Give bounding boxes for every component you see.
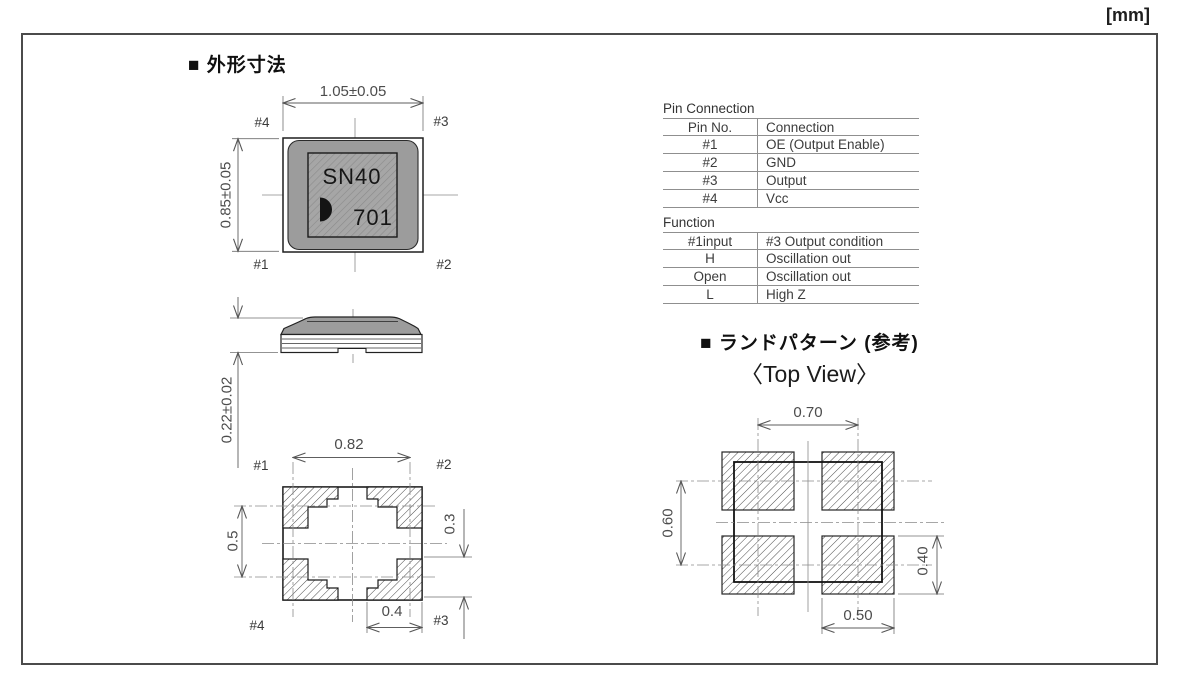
dim-label: 0.5 xyxy=(225,531,242,552)
dim-label-height: 0.85±0.05 xyxy=(218,162,235,229)
marking-text-line2: 701 xyxy=(353,205,393,230)
function-table: Function #1input #3 Output condition H O… xyxy=(663,215,919,304)
terminal-pad xyxy=(366,486,423,529)
dim-label: 0.40 xyxy=(915,546,932,575)
outline-dimensions-title: ■ 外形寸法 xyxy=(188,55,287,76)
function-header-row: #1input #3 Output condition xyxy=(663,232,919,250)
pin-no-cell: #4 xyxy=(663,190,758,207)
table-row: L High Z xyxy=(663,286,919,304)
output-cell: Oscillation out xyxy=(766,269,851,284)
connection-cell: Output xyxy=(766,173,807,188)
pin-connection-header-row: Pin No. Connection xyxy=(663,118,919,136)
pin-no-header: Pin No. xyxy=(663,119,758,135)
output-condition-header: #3 Output condition xyxy=(766,233,884,249)
pin-label: #4 xyxy=(254,115,270,130)
half-circle-logo-icon xyxy=(320,197,332,222)
dim-top-height: 0.85±0.05 xyxy=(218,139,279,252)
unit-label: [mm] xyxy=(1106,5,1150,25)
pin-label: #2 xyxy=(436,257,451,272)
output-cell: Oscillation out xyxy=(766,251,851,266)
dim-label: 0.70 xyxy=(793,404,822,421)
pin-label: #4 xyxy=(249,618,265,633)
connection-header: Connection xyxy=(766,119,835,135)
marking-area xyxy=(307,152,398,238)
bottom-notch-fill xyxy=(338,349,366,354)
top-view-drawing: SN40 701 1.05±0.05 0.85±0.05 #4 #3 #1 #2 xyxy=(218,83,458,272)
dim-label: 0.60 xyxy=(660,508,677,537)
dim-land-pitch-x: 0.70 xyxy=(758,404,858,425)
output-cell: High Z xyxy=(766,287,806,302)
terminal-pad xyxy=(282,486,339,529)
dim-thickness: 0.22±0.02 xyxy=(219,297,303,468)
bottom-notch xyxy=(337,347,367,353)
dim-label: 0.3 xyxy=(442,514,459,535)
table-row: #4 Vcc xyxy=(663,190,919,208)
pin-no-cell: #1 xyxy=(663,136,758,153)
input-cell: Open xyxy=(663,268,758,285)
terminal-pad xyxy=(366,558,423,601)
pin-connection-table: Pin Connection Pin No. Connection #1 OE … xyxy=(663,101,919,208)
dim-label-width: 1.05±0.05 xyxy=(320,83,387,100)
table-row: #1 OE (Output Enable) xyxy=(663,136,919,154)
land-pattern-drawing: 0.70 0.60 0.40 0.50 xyxy=(660,404,944,634)
land-pattern-title: ■ ランドパターン (参考) xyxy=(700,333,919,354)
dim-bottom-width: 0.82 xyxy=(293,436,410,458)
function-table-title: Function xyxy=(663,215,715,230)
marking-text-line1: SN40 xyxy=(322,164,381,189)
pin-connection-table-title: Pin Connection xyxy=(663,101,755,116)
dim-bottom-pad: 0.4 xyxy=(367,602,422,633)
connection-cell: Vcc xyxy=(766,191,789,206)
dim-label-thickness: 0.22±0.02 xyxy=(219,377,236,444)
bottom-view-drawing: 0.82 0.5 0.3 0.4 #1 #2 #4 #3 xyxy=(225,436,472,639)
table-row: Open Oscillation out xyxy=(663,268,919,286)
dim-land-pad-width: 0.50 xyxy=(822,598,894,634)
pin-label: #3 xyxy=(433,613,448,628)
dim-label: 0.4 xyxy=(382,603,403,620)
dim-label: 0.82 xyxy=(334,436,363,453)
dim-label: 0.50 xyxy=(843,607,872,624)
terminal-pad xyxy=(282,558,339,601)
input-cell: H xyxy=(663,250,758,267)
pin-label: #2 xyxy=(436,457,451,472)
side-view-drawing: 0.22±0.02 xyxy=(219,297,423,468)
pin-no-cell: #3 xyxy=(663,172,758,189)
dim-land-pitch-y: 0.60 xyxy=(660,481,682,565)
table-row: #2 GND xyxy=(663,154,919,172)
dim-top-width: 1.05±0.05 xyxy=(283,83,423,131)
pin-no-cell: #2 xyxy=(663,154,758,171)
page-border xyxy=(21,33,1158,665)
dim-bottom-right: 0.3 xyxy=(424,509,472,639)
table-row: #3 Output xyxy=(663,172,919,190)
dim-land-pad-height: 0.40 xyxy=(898,536,944,594)
pin-label: #1 xyxy=(253,458,268,473)
pin-label: #1 xyxy=(253,257,268,272)
input-header: #1input xyxy=(663,233,758,249)
pin-label: #3 xyxy=(433,114,448,129)
connection-cell: OE (Output Enable) xyxy=(766,137,885,152)
dim-bottom-left: 0.5 xyxy=(225,506,243,577)
land-pattern-subtitle: 〈Top View〉 xyxy=(740,361,879,387)
connection-cell: GND xyxy=(766,155,796,170)
lid-profile xyxy=(280,316,422,336)
table-row: H Oscillation out xyxy=(663,250,919,268)
input-cell: L xyxy=(663,286,758,303)
